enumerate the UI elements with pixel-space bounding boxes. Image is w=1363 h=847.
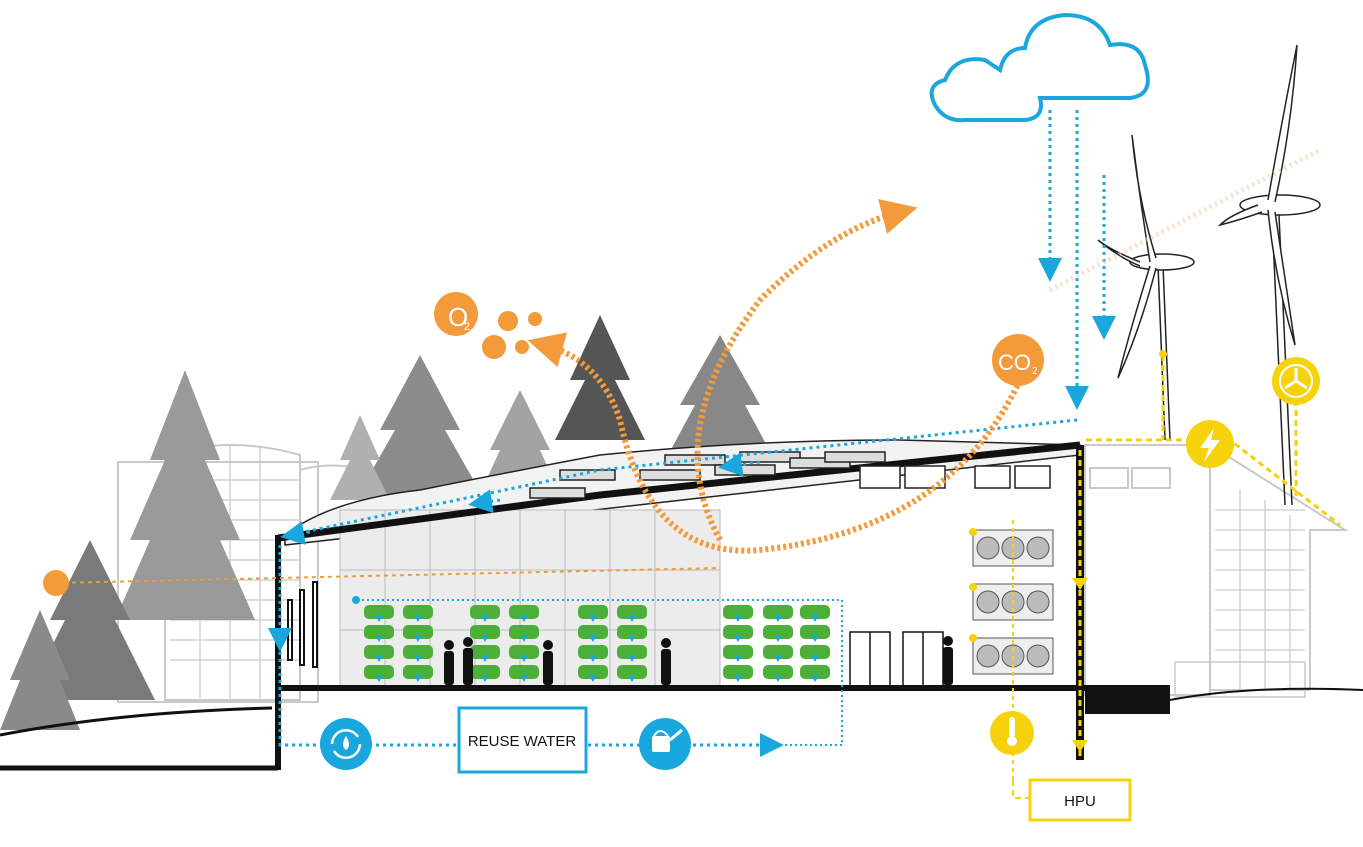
sun-ray [55,567,721,584]
irrigation-drip [734,655,742,662]
irrigation-drip [414,615,422,622]
irrigation-drip [520,675,528,682]
irrigation-drip [734,675,742,682]
plant-tray [800,645,830,659]
irrigation-drip [589,675,597,682]
irrigation-drip [414,635,422,642]
plant-tray [403,665,433,679]
plant-tray [403,645,433,659]
irrigation-drip [589,615,597,622]
plant-tray [723,625,753,639]
plant-tray [364,605,394,619]
plant-tray [470,665,500,679]
reuse-water-label: REUSE WATER [468,733,577,750]
plant-tray [763,605,793,619]
irrigation-drip [734,615,742,622]
irrigation-drip [481,615,489,622]
irrigation-drip [774,615,782,622]
plant-tray [509,645,539,659]
plant-tray [470,645,500,659]
plant-tray [800,625,830,639]
plant-tray [763,625,793,639]
oxygen-co2-flow [527,199,1023,554]
people-silhouettes [444,636,953,685]
reuse-water-box: REUSE WATER [457,706,588,774]
plant-tray [617,625,647,639]
irrigation-drip [481,655,489,662]
lightning-bolt-icon [1186,420,1234,468]
irrigation-drip [375,635,383,642]
irrigation-drip [414,655,422,662]
plant-tray [578,605,608,619]
plant-tray [617,645,647,659]
plant-tray [723,665,753,679]
irrigation-drip [811,675,819,682]
o2-label: O [448,302,468,332]
plant-tray [763,645,793,659]
irrigation-drip [520,615,528,622]
co2-label: CO [998,350,1031,375]
watering-can-icon [639,718,691,770]
irrigation-drip [774,635,782,642]
irrigation-drip [811,615,819,622]
irrigation-drip [375,655,383,662]
oxygen-bubbles: O 2 [434,292,542,359]
irrigation-drip [589,655,597,662]
irrigation-drip [734,635,742,642]
rainwater-flow [268,110,1116,757]
plant-tray [763,665,793,679]
irrigation-drip [414,675,422,682]
plant-tray [403,625,433,639]
turbine-energy-icon [1272,357,1320,405]
plant-tray [800,665,830,679]
plant-tray [509,665,539,679]
plant-tray [470,625,500,639]
plant-tray [617,665,647,679]
irrigation-drip [481,635,489,642]
carbon-dioxide-bubble: CO 2 [992,334,1044,386]
vertical-farm-racks [364,605,830,682]
irrigation-drip [811,655,819,662]
plant-tray [617,605,647,619]
irrigation-drip [375,675,383,682]
irrigation-drip [811,635,819,642]
plant-tray [470,605,500,619]
irrigation-drip [589,635,597,642]
plant-tray [578,625,608,639]
irrigation-drip [481,675,489,682]
irrigation-drip [774,655,782,662]
thermometer-icon [990,711,1034,755]
irrigation-drip [375,615,383,622]
background-building-right [1084,444,1349,698]
hpu-label: HPU [1064,793,1096,810]
plant-tray [509,625,539,639]
hpu-box: HPU [1028,778,1132,822]
co2-subscript: 2 [1032,366,1038,377]
water-recycle-icon [320,718,372,770]
plant-tray [364,665,394,679]
sun-icon [43,570,69,596]
irrigation-drip [628,635,636,642]
cloud-icon [929,12,1150,123]
irrigation-drip [520,635,528,642]
plant-tray [800,605,830,619]
plant-tray [403,605,433,619]
irrigation-drip [628,615,636,622]
irrigation-drip [628,655,636,662]
plant-tray [364,645,394,659]
irrigation-drip [628,675,636,682]
plant-tray [723,605,753,619]
irrigation-drip [774,675,782,682]
plant-tray [578,665,608,679]
plant-tray [364,625,394,639]
irrigation-drip [520,655,528,662]
plant-tray [578,645,608,659]
plant-tray [509,605,539,619]
plant-tray [723,645,753,659]
o2-subscript: 2 [464,321,470,333]
